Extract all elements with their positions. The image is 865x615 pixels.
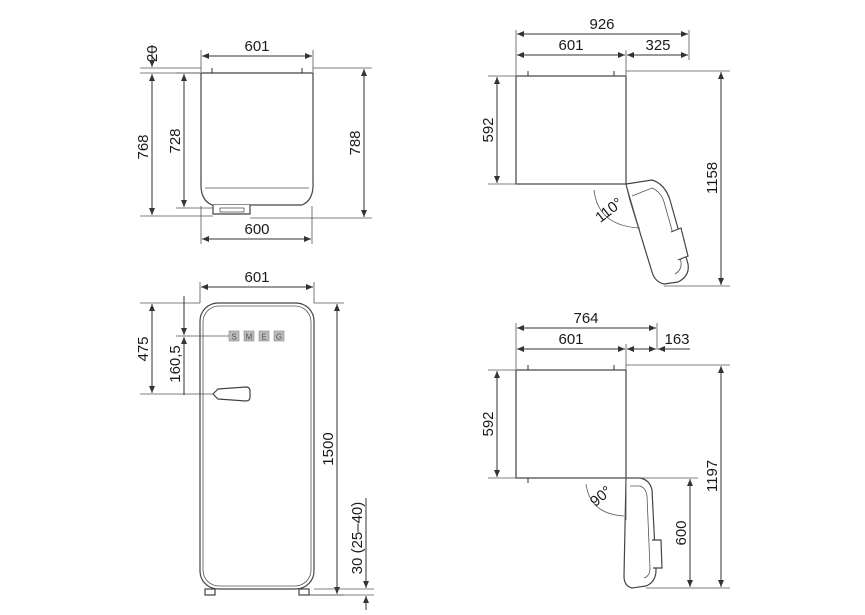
dim-depth-handle: 788	[347, 130, 364, 155]
svg-text:G: G	[276, 333, 282, 342]
dim-front-width: 601	[244, 269, 269, 286]
dim-door-ext-110: 325	[645, 37, 670, 54]
door-handle-90	[652, 539, 663, 569]
foot-left	[204, 588, 216, 596]
dim-top-width: 601	[244, 38, 269, 55]
fridge-body-open-90	[515, 369, 627, 479]
dim-diagonal-110: 1158	[704, 162, 721, 194]
door-open-90	[623, 477, 657, 589]
dim-depth-total: 768	[135, 134, 152, 159]
foot-right	[298, 588, 310, 596]
svg-text:S: S	[231, 333, 236, 342]
fridge-top-outline	[200, 72, 314, 193]
dim-feet: 30 (25–40)	[349, 502, 366, 575]
svg-text:M: M	[246, 333, 253, 342]
handle-top	[212, 205, 251, 215]
top-view-open-90: 90° 764 601 163 592 600 1197	[480, 310, 730, 589]
dim-door-ext-90: 163	[664, 331, 689, 348]
handle-front	[212, 386, 251, 402]
dim-depth-90: 592	[480, 411, 497, 436]
door-handle-110	[670, 227, 689, 261]
top-view-open-110: 110° 926 601 325 592 1158	[480, 16, 730, 287]
fridge-door-top	[200, 181, 314, 206]
fridge-front-outline	[199, 302, 315, 590]
fridge-body-open-110	[515, 75, 627, 185]
angle-arc-90	[585, 483, 625, 517]
top-view-closed: 601 20 768 728 788 600	[135, 38, 372, 244]
dim-angle-110: 110°	[592, 195, 626, 227]
dim-body-width-110: 601	[558, 37, 583, 54]
dim-diagonal-90: 1197	[704, 460, 721, 492]
angle-arc-110	[593, 189, 641, 229]
dim-body-width-90: 601	[558, 331, 583, 348]
dim-door-depth-90: 600	[673, 520, 690, 545]
dim-logo-height: 475	[135, 336, 152, 361]
front-view: S M E G 601 475 160,5 1500 30 (25–40)	[135, 269, 374, 610]
dim-bottom-width: 600	[244, 221, 269, 238]
dim-total-width-110: 926	[589, 16, 614, 33]
door-open-110	[625, 179, 689, 285]
brand-logo: S M E G	[228, 330, 285, 342]
dim-depth-body: 728	[167, 128, 184, 153]
svg-text:E: E	[261, 333, 266, 342]
dim-height-total: 1500	[320, 432, 337, 465]
dim-total-width-90: 764	[573, 310, 598, 327]
dim-offset: 20	[144, 45, 161, 62]
dim-handle-height: 160,5	[167, 345, 184, 383]
dim-depth-110: 592	[480, 117, 497, 142]
dim-angle-90: 90°	[587, 483, 615, 511]
